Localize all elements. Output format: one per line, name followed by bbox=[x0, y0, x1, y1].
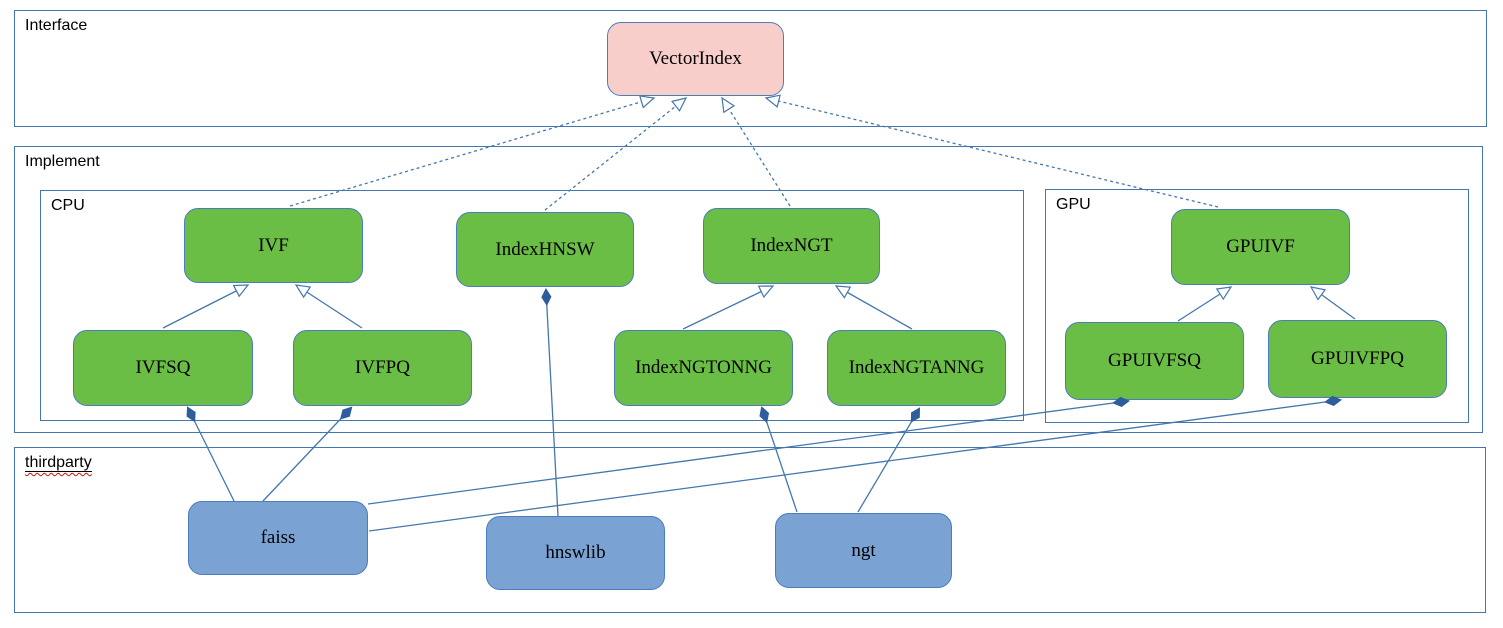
node-indexngt-label: IndexNGT bbox=[750, 235, 833, 256]
node-ivfpq[interactable]: IVFPQ bbox=[293, 330, 472, 406]
node-ivf[interactable]: IVF bbox=[184, 208, 363, 283]
node-indexngtonng[interactable]: IndexNGTONNG bbox=[614, 330, 793, 406]
node-vectorindex[interactable]: VectorIndex bbox=[607, 22, 784, 96]
node-indexngtonng-label: IndexNGTONNG bbox=[635, 357, 772, 378]
node-ngt-label: ngt bbox=[851, 539, 876, 561]
node-gpuivfpq-label: GPUIVFPQ bbox=[1311, 348, 1404, 369]
node-gpuivfsq-label: GPUIVFSQ bbox=[1108, 350, 1201, 371]
container-interface-label: Interface bbox=[25, 17, 88, 34]
node-faiss-label: faiss bbox=[260, 527, 296, 548]
node-indexngtanng[interactable]: IndexNGTANNG bbox=[827, 330, 1006, 406]
node-indexhnsw[interactable]: IndexHNSW bbox=[456, 212, 634, 287]
node-indexngt[interactable]: IndexNGT bbox=[703, 208, 880, 284]
node-ivf-label: IVF bbox=[258, 234, 289, 256]
container-implement-label: Implement bbox=[25, 153, 100, 170]
node-ivfsq[interactable]: IVFSQ bbox=[73, 330, 253, 406]
container-thirdparty-label: thirdparty bbox=[25, 454, 92, 472]
node-ivfpq-label: IVFPQ bbox=[355, 357, 410, 378]
node-gpuivf-label: GPUIVF bbox=[1226, 236, 1295, 257]
node-indexhnsw-label: IndexHNSW bbox=[495, 238, 595, 260]
node-hnswlib-label: hnswlib bbox=[545, 542, 606, 563]
container-cpu-label: CPU bbox=[51, 197, 85, 214]
node-gpuivf[interactable]: GPUIVF bbox=[1171, 209, 1350, 285]
node-vectorindex-label: VectorIndex bbox=[649, 48, 742, 69]
node-ivfsq-label: IVFSQ bbox=[135, 357, 191, 378]
node-gpuivfpq[interactable]: GPUIVFPQ bbox=[1268, 320, 1447, 398]
node-ngt[interactable]: ngt bbox=[775, 513, 952, 588]
node-hnswlib[interactable]: hnswlib bbox=[486, 516, 665, 590]
thirdparty-spellcheck-underline: thirdparty bbox=[25, 454, 92, 472]
node-indexngtanng-label: IndexNGTANNG bbox=[848, 357, 985, 378]
container-gpu-label: GPU bbox=[1056, 196, 1091, 213]
node-gpuivfsq[interactable]: GPUIVFSQ bbox=[1065, 322, 1244, 400]
node-faiss[interactable]: faiss bbox=[188, 501, 368, 575]
